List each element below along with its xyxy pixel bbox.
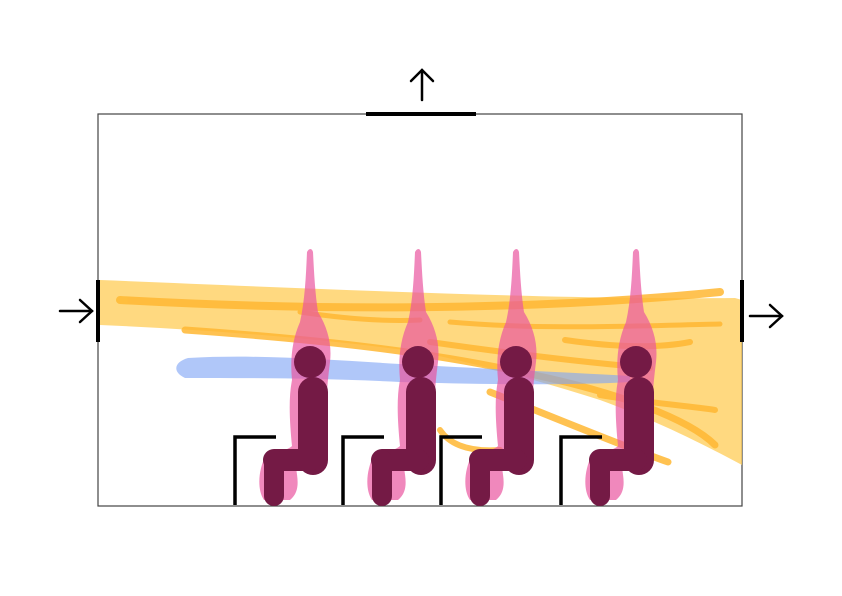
occupant-head [500, 346, 532, 378]
occupant-group [233, 249, 657, 506]
openings [58, 68, 784, 342]
seat-outline [233, 435, 276, 505]
occupant-head [402, 346, 434, 378]
arrow-right-icon [748, 303, 784, 329]
seat-outline [559, 435, 602, 505]
arrow-right-icon [58, 298, 94, 324]
occupant-2 [341, 249, 439, 506]
occupant-1 [233, 249, 331, 506]
occupant-4 [559, 249, 657, 506]
seat-outline [341, 435, 384, 505]
arrow-up-icon [409, 68, 435, 102]
occupant-head [620, 346, 652, 378]
seat-outline [439, 435, 482, 505]
occupant-head [294, 346, 326, 378]
occupant-3 [439, 249, 537, 506]
